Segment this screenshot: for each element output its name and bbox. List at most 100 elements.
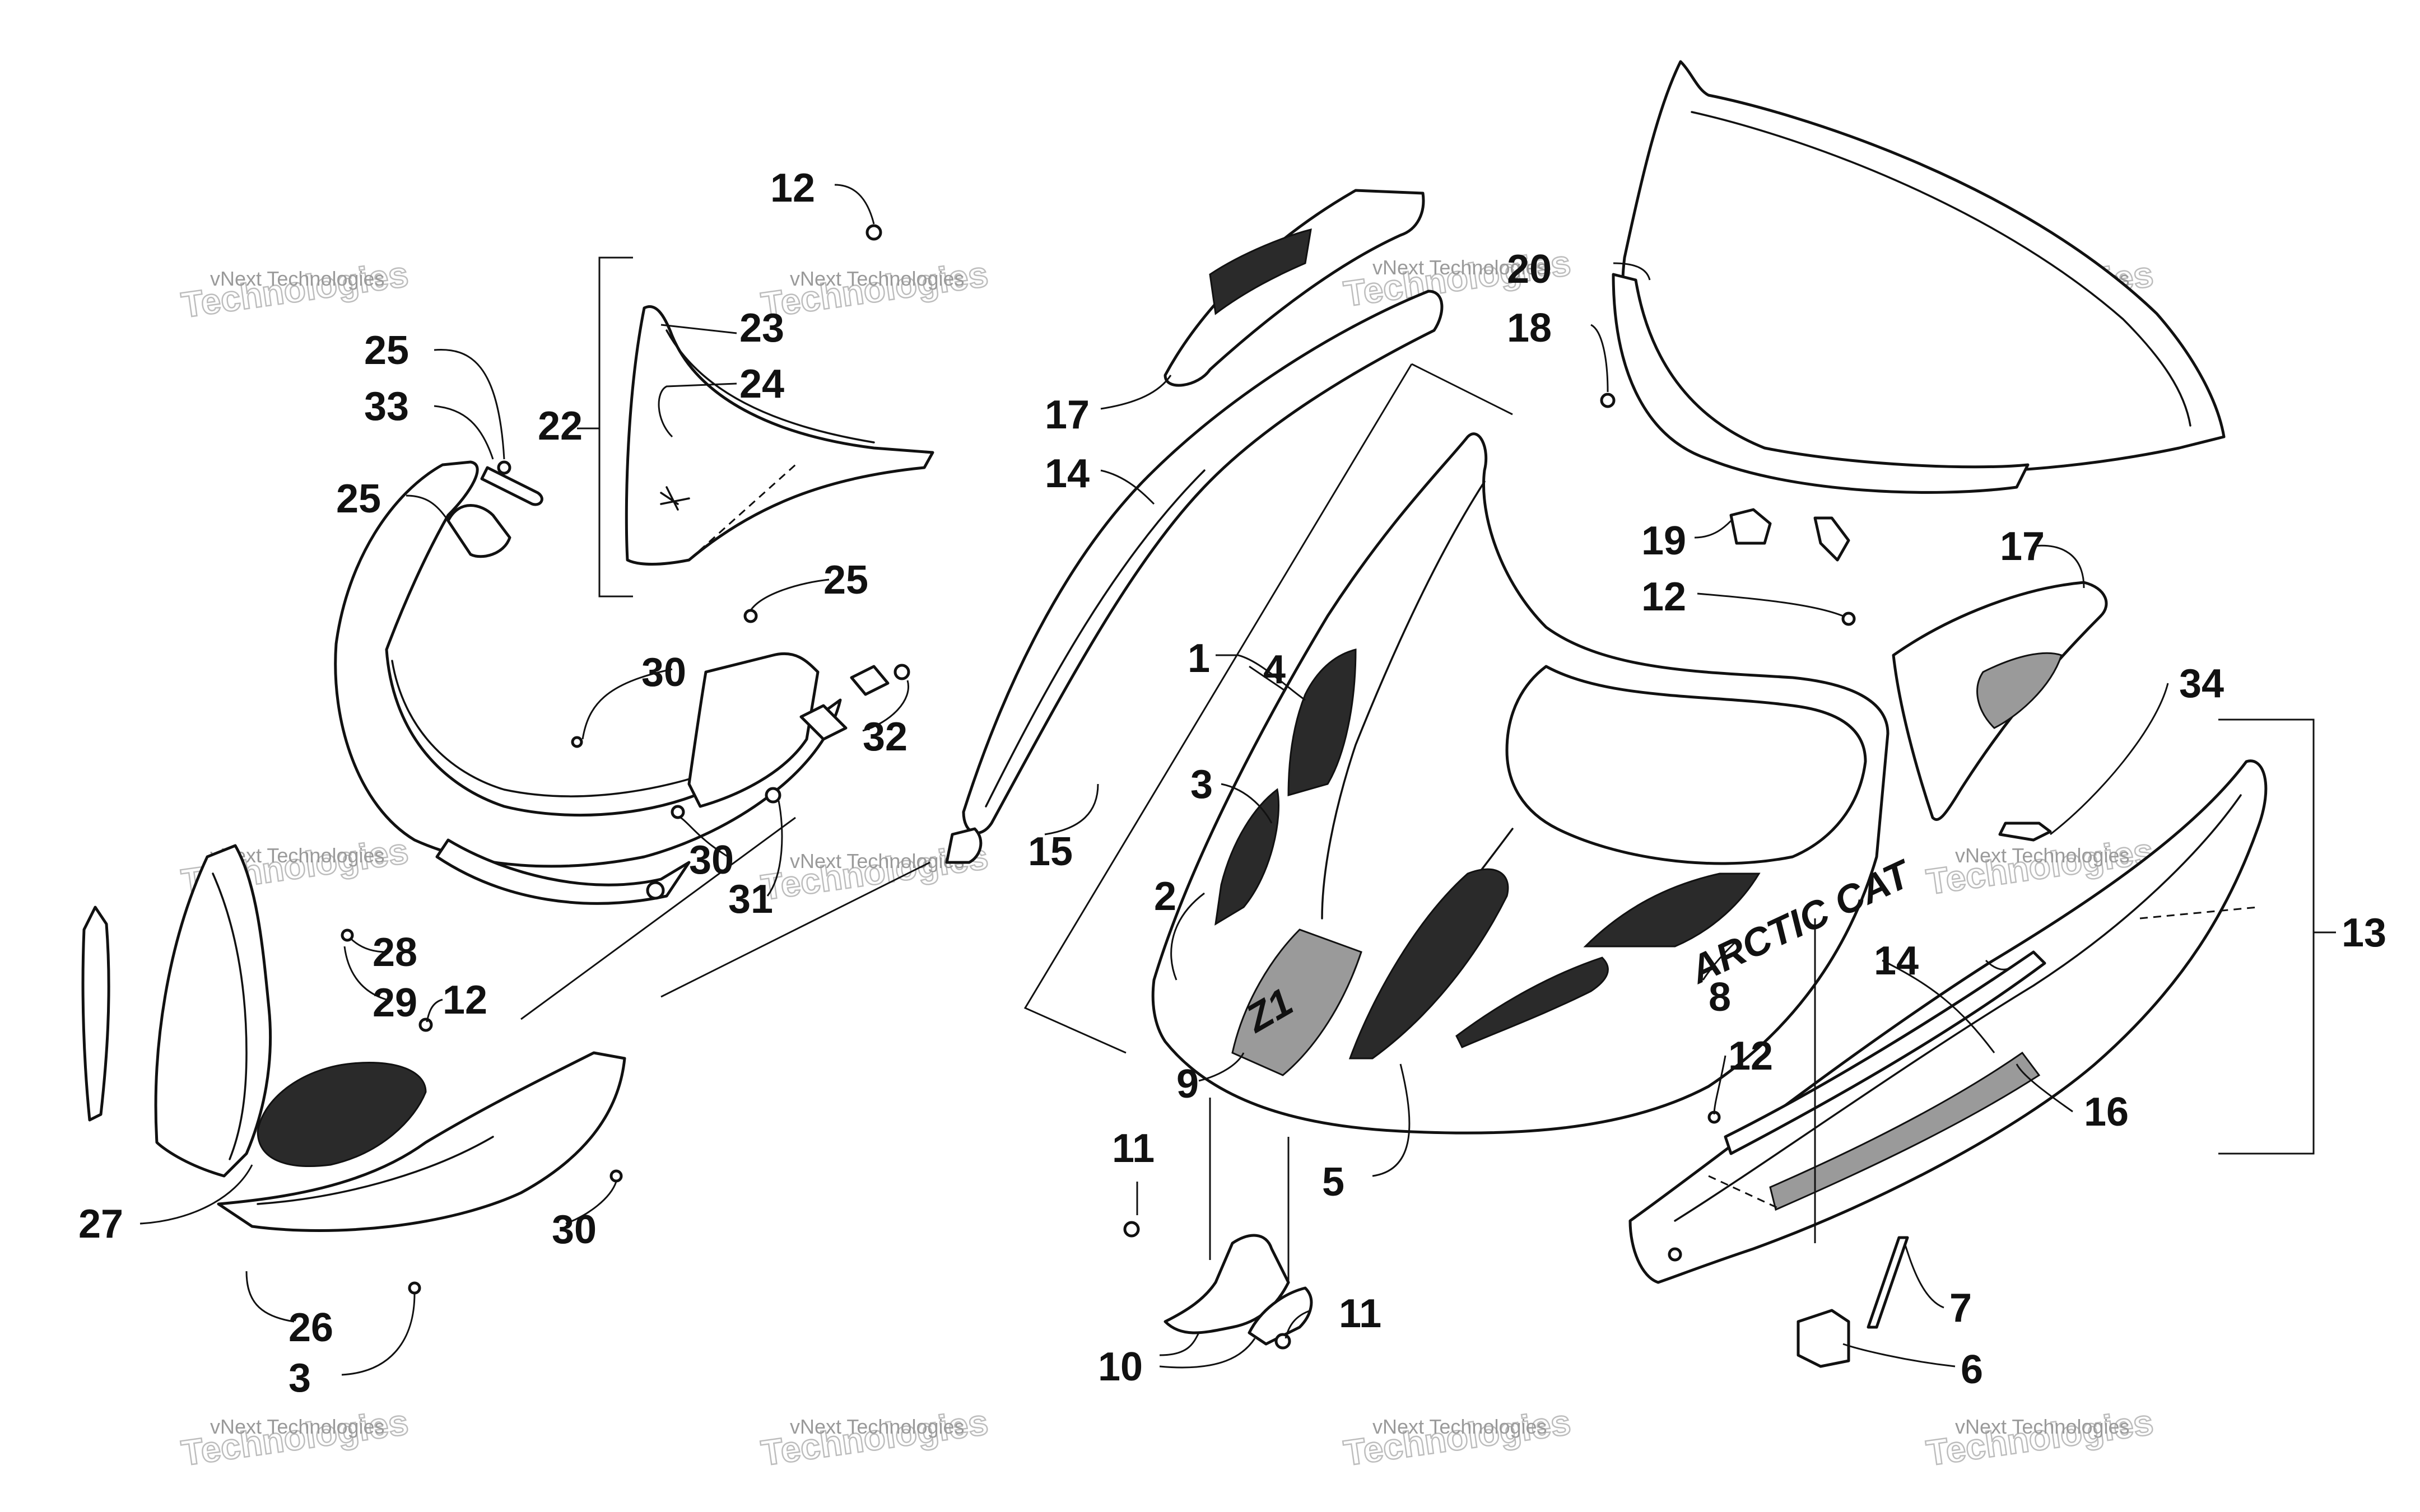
callout-4: 4 [1263, 647, 1286, 692]
part-27-mesh-grille [257, 1062, 427, 1167]
part-31-lower-grille [435, 838, 691, 905]
callout-21: 22 [538, 404, 583, 449]
callout-10: 10 [1098, 1345, 1143, 1389]
part-6-block [1797, 1309, 1850, 1368]
svg-text:vNext Technologies: vNext Technologies [1955, 1415, 2130, 1438]
clip-32 [850, 665, 890, 696]
part-9-z1-decal [1231, 928, 1362, 1076]
part-1-hood-opening [1505, 665, 1867, 865]
callout-23: 24 [739, 362, 784, 407]
svg-text:vNext Technologies: vNext Technologies [790, 267, 965, 290]
callout-14: 14 [1045, 451, 1090, 496]
part-10-bracket [1164, 1234, 1290, 1334]
washer-11 [1123, 1221, 1140, 1238]
part-24-vent [446, 504, 511, 558]
callout-27: 27 [78, 1202, 123, 1247]
part-22-cover [625, 305, 934, 566]
svg-text:vNext Technologies: vNext Technologies [790, 1415, 965, 1438]
fastener-25 [497, 460, 511, 475]
fastener-25 [743, 609, 758, 623]
callout-7: 7 [1949, 1286, 1972, 1331]
callout-12: 12 [1641, 575, 1686, 619]
fastener-18 [1600, 393, 1616, 408]
callout-25: 25 [364, 328, 409, 373]
callout-18: 18 [1507, 306, 1552, 351]
callout-11: 11 [1339, 1291, 1381, 1336]
callout-12: 12 [443, 978, 487, 1023]
callout-30: 30 [552, 1207, 597, 1252]
svg-text:vNext Technologies: vNext Technologies [1372, 1415, 1547, 1438]
part-33-strip [480, 466, 543, 506]
callout-25: 25 [823, 558, 868, 603]
callout-20: 20 [1507, 247, 1552, 292]
callout-14: 14 [1874, 939, 1919, 983]
callout-12: 12 [770, 166, 815, 211]
callout-16: 16 [2084, 1090, 2129, 1135]
callout-28: 28 [373, 930, 417, 975]
watermark: Technologies vNext Technologies [1341, 1401, 1574, 1474]
callout-19: 19 [1641, 519, 1686, 563]
part-26-lower-nose [217, 1051, 626, 1232]
fastener-12 [418, 1018, 433, 1032]
fastener-31 [765, 787, 781, 804]
callout-22: 23 [739, 306, 784, 351]
callout-3: 3 [1190, 762, 1213, 807]
fastener-31 [646, 881, 665, 900]
callout-31: 31 [728, 877, 773, 922]
callout-29: 29 [373, 981, 417, 1025]
callout-8: 8 [1709, 975, 1731, 1020]
part-17-vent-mesh [1209, 228, 1312, 315]
fastener-12 [865, 224, 882, 241]
callout-30: 30 [641, 650, 686, 695]
callout-12: 12 [1728, 1034, 1773, 1079]
watermark: Technologies vNext Technologies [1923, 1401, 2156, 1474]
callout-13: 13 [2342, 911, 2386, 955]
callout-11: 11 [1112, 1126, 1155, 1171]
group-bracket-21 [577, 256, 633, 598]
callout-33: 33 [364, 384, 409, 429]
part-26-side-duct [154, 844, 272, 1178]
part-14-side-rail [962, 290, 1444, 834]
part-15-strip [945, 827, 983, 864]
part-34-clip [1998, 822, 2052, 842]
fastener-30 [571, 736, 583, 748]
watermark: Technologies vNext Technologies [758, 1401, 991, 1474]
svg-text:vNext Technologies: vNext Technologies [1372, 256, 1547, 279]
washer-11 [1274, 1333, 1291, 1350]
part-27-trim [81, 906, 110, 1122]
callout-30: 30 [689, 838, 734, 883]
part-20-windshield-base [1612, 273, 2030, 494]
callout-leaders [139, 184, 2169, 1376]
fastener-30 [671, 805, 685, 819]
callout-17: 17 [1045, 393, 1090, 437]
part-16-decal [1769, 1051, 2041, 1211]
arrow-marker [1668, 1247, 1682, 1262]
part-14-trim-right [1724, 950, 2046, 1155]
part-3-vent-left-lower [1214, 788, 1279, 926]
part-10-bracket [1248, 1286, 1313, 1346]
svg-text:vNext Technologies: vNext Technologies [1955, 844, 2130, 867]
part-7-pin [1867, 1236, 1909, 1329]
part-8-vent-right-upper [1583, 872, 1761, 948]
watermark: Technologies vNext Technologies [178, 253, 411, 326]
part-19-clip [1813, 516, 1850, 562]
svg-text:vNext Technologies: vNext Technologies [790, 850, 965, 872]
fastener-25 [408, 1281, 421, 1295]
part-8-vent-right-lower [1455, 956, 1609, 1048]
part-17-vent-mesh [1976, 652, 2063, 729]
svg-text:vNext Technologies: vNext Technologies [210, 1415, 385, 1438]
callout-26: 26 [288, 1305, 333, 1350]
callout-6: 6 [1961, 1347, 1983, 1392]
callout-32: 32 [863, 715, 908, 759]
group-bracket-13 [2218, 718, 2336, 1155]
part-19-mount [1729, 508, 1772, 545]
callout-1: 1 [1188, 636, 1210, 681]
callout-24: 25 [336, 477, 381, 521]
callout-9: 9 [1176, 1062, 1199, 1107]
part-30-panel [687, 652, 820, 808]
callout-5: 5 [1322, 1160, 1344, 1205]
fastener-32 [893, 664, 910, 680]
callout-17: 17 [2000, 524, 2045, 569]
watermark: Technologies vNext Technologies [758, 253, 991, 326]
